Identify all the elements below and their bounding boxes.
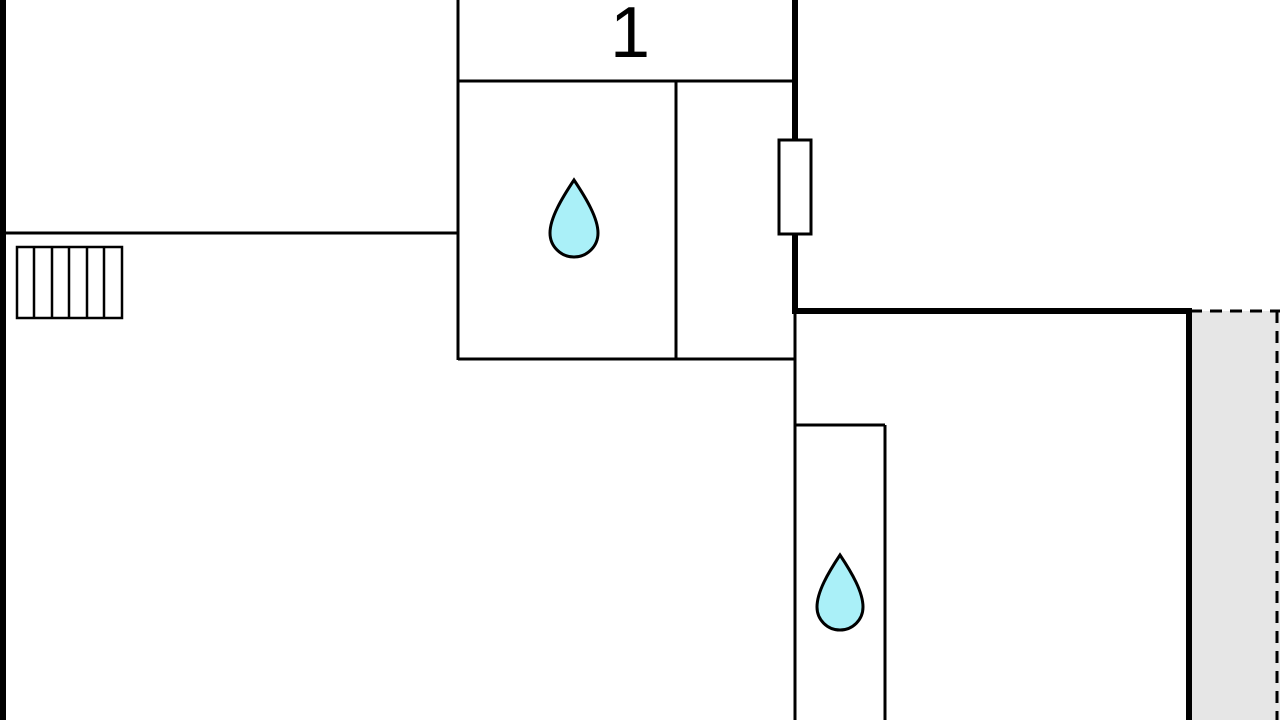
water-drop-icon <box>548 177 600 259</box>
interior-walls <box>6 0 887 720</box>
terrace-area <box>1190 309 1280 720</box>
exterior-walls <box>0 0 1192 720</box>
window-icon <box>777 138 813 236</box>
water-drop-icon <box>815 552 865 632</box>
room-number-label: 1 <box>610 0 650 73</box>
radiator-icon <box>15 245 124 320</box>
